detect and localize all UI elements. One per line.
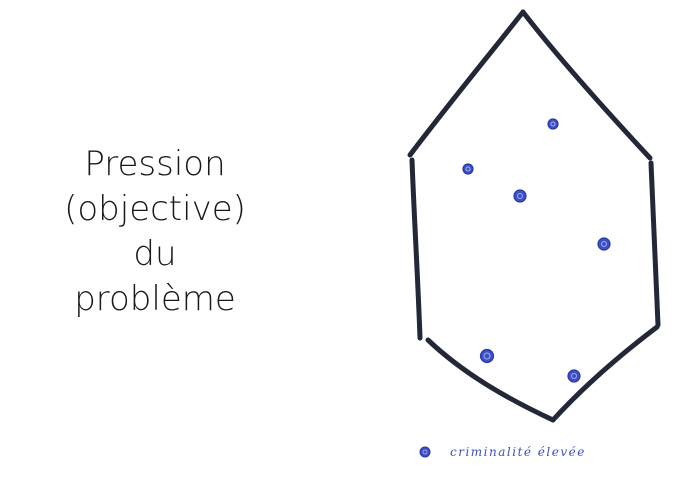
legend-label: criminalité élevée xyxy=(450,445,586,459)
blue-dot-icon xyxy=(419,446,431,458)
title-line-1: Pression xyxy=(84,144,226,184)
title-line-4: problème xyxy=(74,279,236,319)
dot-marker-2 xyxy=(462,163,474,175)
hexagon-edge-left xyxy=(409,157,423,341)
hexagon-edge-right xyxy=(648,160,661,328)
dot-marker-6 xyxy=(567,369,581,383)
dot-marker-3 xyxy=(513,189,527,203)
legend: criminalité élevée xyxy=(419,445,586,459)
hexagon-edge-bottom-right xyxy=(550,324,660,423)
title-line-2: (objective) xyxy=(64,189,246,229)
dot-marker-4 xyxy=(597,237,611,251)
slide-title: Pression (objective) du problème xyxy=(40,142,270,322)
dot-marker-5 xyxy=(479,348,495,364)
hexagon-edge-top-left xyxy=(407,9,526,158)
hexagon-edge-top-right xyxy=(520,9,653,161)
title-line-3: du xyxy=(133,234,177,274)
hexagon-edge-bottom-left xyxy=(425,337,556,423)
dot-marker-1 xyxy=(547,118,559,130)
